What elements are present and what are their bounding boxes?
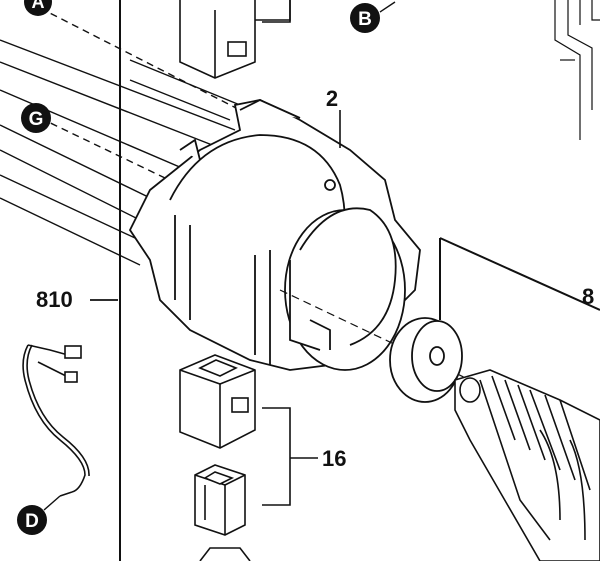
callout-a: A [24,0,52,16]
bracket-16 [262,407,318,506]
svg-text:A: A [32,0,45,12]
svg-text:G: G [29,109,44,130]
top-wires [129,59,241,121]
bottom-fragment [199,547,251,561]
bearing-washer [389,317,463,403]
cable-assembly [22,344,90,497]
armature [454,369,600,561]
stator-housing [128,99,421,371]
callout-g: G [21,103,51,133]
svg-text:D: D [25,511,39,532]
part-number-16: 16 [322,446,346,471]
callout-d: D [17,495,61,535]
callout-b: B [350,1,396,33]
bracket-top [262,0,291,23]
top-right-housing-fragment [554,0,600,140]
armature-panel-border [439,237,600,320]
part-number-810: 810 [36,287,73,312]
brush-holder-lower [179,354,256,449]
part-number-2: 2 [326,86,338,111]
svg-text:B: B [358,9,372,30]
top-brush-holder [179,0,291,79]
part-number-armature: 8 [582,284,594,309]
carbon-brush [194,464,246,536]
